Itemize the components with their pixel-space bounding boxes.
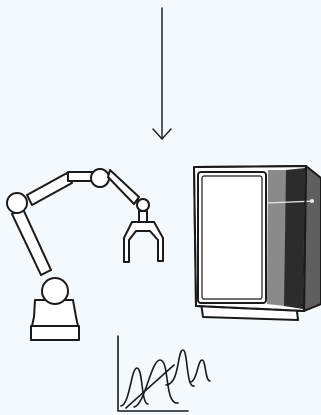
robot-arm-icon xyxy=(6,168,164,341)
robot-top-bar xyxy=(67,171,93,182)
robot-lower-arm xyxy=(11,208,52,276)
down-arrow-icon xyxy=(152,7,172,141)
instrument-gray-column xyxy=(267,170,287,306)
instrument-indicator xyxy=(310,199,314,203)
chromatogram-peak-4 xyxy=(190,359,211,383)
instrument-dark-column xyxy=(284,168,305,309)
chromatogram-peak-3 xyxy=(165,349,195,387)
lab-instrument-icon xyxy=(193,165,321,321)
robot-wrist-joint xyxy=(90,168,110,188)
chromatogram-peak-2 xyxy=(133,359,179,408)
chromatogram-baseline xyxy=(125,364,175,409)
robot-gripper-joint xyxy=(136,198,150,212)
chromatogram-axes xyxy=(117,335,189,412)
robot-upper-arm xyxy=(26,172,73,206)
instrument-door-window xyxy=(201,175,263,300)
robot-shoulder-joint xyxy=(41,277,69,305)
chromatogram-peak-1 xyxy=(120,367,149,407)
robot-forearm xyxy=(107,169,140,205)
robot-elbow-joint xyxy=(6,192,28,214)
robot-gripper-jaws xyxy=(123,221,164,263)
chromatogram-icon xyxy=(117,335,211,412)
robot-base-plate xyxy=(30,325,80,341)
